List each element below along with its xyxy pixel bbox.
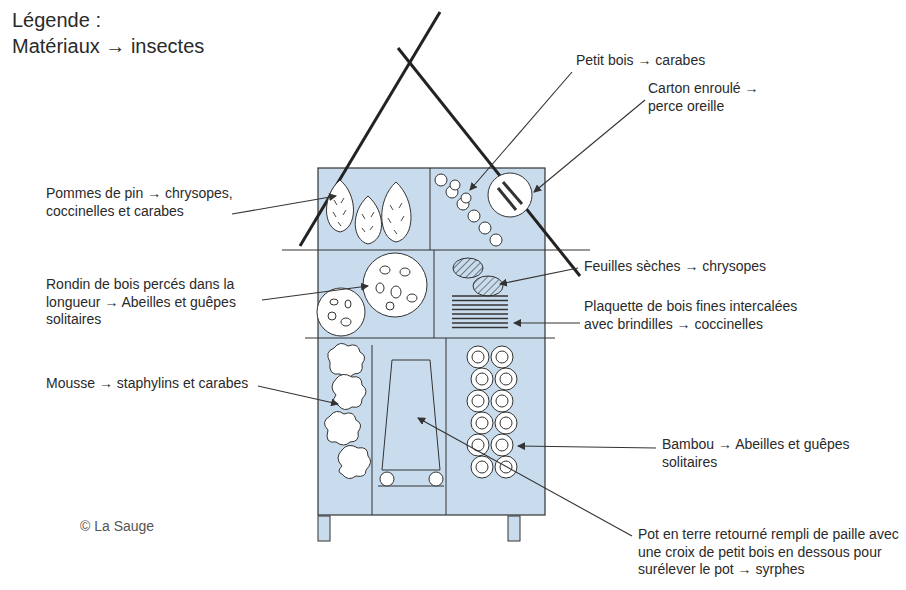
callout-label: Rondin de bois percés dans la longueur →… bbox=[46, 276, 268, 329]
legend-heading: Matériaux → insectes bbox=[12, 34, 272, 59]
legend-heading: Légende : bbox=[12, 8, 212, 33]
callout-label: Mousse → staphylins et carabes bbox=[46, 375, 258, 393]
callout-label: Feuilles sèches → chrysopes bbox=[584, 258, 824, 276]
callout-label: Carton enroulé → perce oreille bbox=[648, 80, 788, 115]
copyright-note: © La Sauge bbox=[80, 518, 200, 536]
callout-label: Plaquette de bois fines intercalées avec… bbox=[584, 298, 824, 333]
callout-label: Petit bois → carabes bbox=[576, 52, 776, 70]
callout-label: Pot en terre retourné rempli de paille a… bbox=[638, 526, 900, 579]
callout-label: Pommes de pin → chrysopes, coccinelles e… bbox=[46, 185, 256, 220]
callout-label: Bambou → Abeilles et guêpes solitaires bbox=[662, 436, 852, 471]
